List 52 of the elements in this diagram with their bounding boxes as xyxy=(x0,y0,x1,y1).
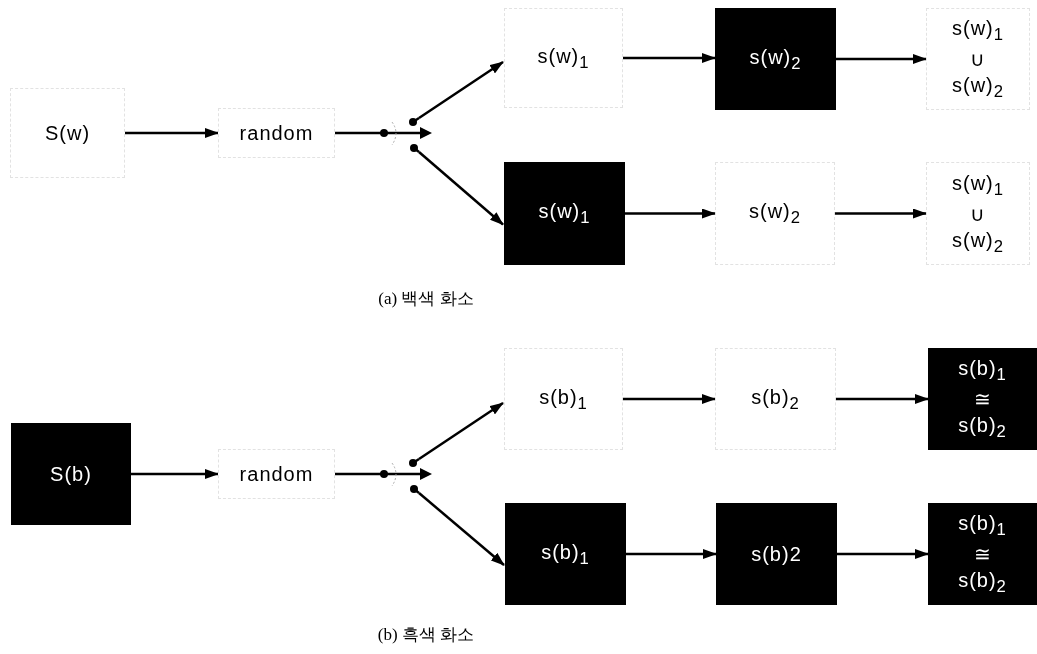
arrow xyxy=(418,151,504,226)
arrow xyxy=(623,53,716,63)
process-box xyxy=(715,8,836,110)
switch-drawing xyxy=(378,118,432,152)
process-box xyxy=(716,503,837,605)
arrow xyxy=(625,208,716,219)
box-text: s(w)$_{2}$ xyxy=(749,44,802,75)
arrow xyxy=(837,549,929,559)
box-text: s(b)$_{1}$ xyxy=(539,384,588,415)
process-box xyxy=(218,449,335,499)
switch-drawing xyxy=(378,459,432,493)
process-box xyxy=(10,88,125,178)
arrow xyxy=(125,128,219,138)
process-box xyxy=(928,503,1037,605)
process-box xyxy=(504,162,625,265)
box-text: s(b)$_{1}$ ≅ s(b)$_{2}$ xyxy=(957,511,1008,598)
box-text: s(w)$_{1}$ ∪ s(w)$_{2}$ xyxy=(951,16,1005,103)
caption: (a) 백색 화소 xyxy=(378,288,474,310)
box-text: s(w)$_{1}$ xyxy=(537,43,590,74)
process-box xyxy=(715,162,835,265)
arrow xyxy=(835,208,927,219)
process-box xyxy=(505,503,626,605)
process-box xyxy=(11,423,131,525)
process-box xyxy=(218,108,335,158)
box-text: s(w)$_{1}$ xyxy=(538,199,591,229)
box-text: s(b)2 xyxy=(751,542,802,567)
box-text: S(b) xyxy=(50,462,92,487)
box-text: s(b)$_{1}$ xyxy=(541,539,590,570)
box-text: s(w)$_{1}$ ∪ s(w)$_{2}$ xyxy=(951,170,1005,258)
box-text: s(b)$_{1}$ ≅ s(b)$_{2}$ xyxy=(957,356,1008,443)
arrow xyxy=(418,492,505,566)
process-box xyxy=(928,348,1037,450)
connector-line xyxy=(335,131,378,135)
box-text: s(b)$_{2}$ xyxy=(751,384,800,415)
arrow xyxy=(418,60,504,120)
box-text: s(w)$_{2}$ xyxy=(749,199,801,229)
arrow xyxy=(418,401,504,461)
arrow xyxy=(623,394,716,404)
box-text: random xyxy=(239,462,314,487)
arrow xyxy=(626,549,717,559)
process-box xyxy=(504,348,623,450)
arrow xyxy=(836,54,927,64)
process-box xyxy=(504,8,623,108)
box-text: S(w) xyxy=(44,121,91,146)
caption: (b) 흑색 화소 xyxy=(377,624,475,646)
connector-line xyxy=(335,472,378,476)
process-box xyxy=(926,162,1030,265)
arrow xyxy=(131,469,219,479)
arrow xyxy=(836,394,929,404)
box-text: random xyxy=(239,121,314,146)
process-box xyxy=(715,348,836,450)
process-box xyxy=(926,8,1030,110)
